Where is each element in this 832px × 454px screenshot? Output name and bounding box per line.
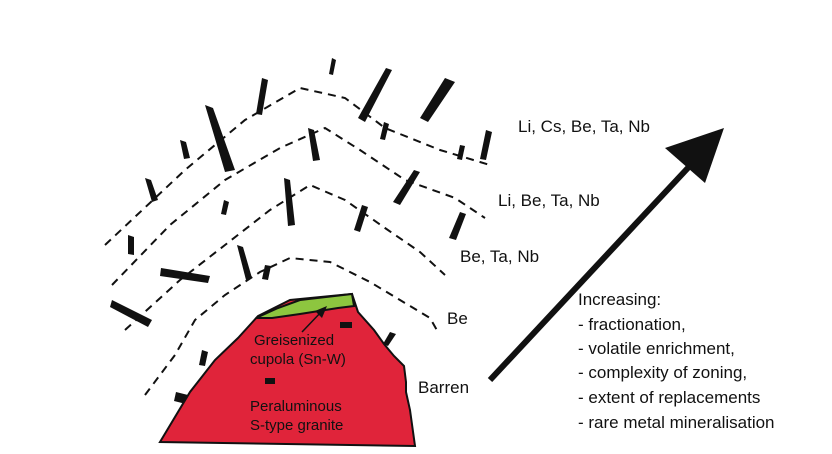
dyke-lens bbox=[110, 300, 152, 327]
xenolith bbox=[340, 322, 352, 328]
granite-label-line1: Peraluminous bbox=[250, 398, 342, 415]
zone-boundary-3 bbox=[124, 183, 446, 331]
trend-item: - extent of replacements bbox=[578, 388, 760, 407]
xenolith bbox=[265, 378, 275, 384]
trend-item: - complexity of zoning, bbox=[578, 363, 747, 382]
cupola-pointer-head bbox=[315, 306, 327, 318]
dyke-lens bbox=[457, 145, 465, 160]
zone-label-li-cs-be-ta-nb: Li, Cs, Be, Ta, Nb bbox=[518, 117, 650, 136]
dyke-lens bbox=[284, 178, 295, 226]
dyke-lens bbox=[380, 122, 389, 140]
trend-title: Increasing: bbox=[578, 290, 661, 309]
dyke-lens bbox=[420, 78, 455, 122]
dyke-lens bbox=[308, 128, 320, 161]
granite-shape bbox=[158, 292, 417, 448]
dyke-lens bbox=[358, 68, 392, 122]
dyke-lens bbox=[354, 205, 368, 232]
cupola-label-line2: cupola (Sn-W) bbox=[250, 351, 346, 368]
granite-label-line2: S-type granite bbox=[250, 417, 343, 434]
dyke-lens bbox=[145, 178, 158, 202]
zone-label-li-be-ta-nb: Li, Be, Ta, Nb bbox=[498, 191, 600, 210]
zone-boundaries bbox=[104, 86, 491, 396]
dyke-lens bbox=[160, 268, 210, 283]
dyke-lens bbox=[383, 332, 396, 346]
dyke-lens bbox=[199, 350, 208, 366]
dyke-lens bbox=[449, 212, 466, 240]
dyke-lens bbox=[393, 170, 420, 205]
zone-labels: Li, Cs, Be, Ta, Nb Li, Be, Ta, Nb Be, Ta… bbox=[418, 117, 650, 397]
zone-label-be-ta-nb: Be, Ta, Nb bbox=[460, 247, 539, 266]
dyke-lens bbox=[262, 265, 271, 280]
zone-boundary-2 bbox=[111, 126, 486, 286]
zone-boundary-4 bbox=[144, 256, 439, 396]
trend-arrow bbox=[487, 128, 724, 383]
zone-label-barren: Barren bbox=[418, 378, 469, 397]
trend-arrow-head bbox=[665, 128, 724, 183]
dyke-lens bbox=[329, 58, 336, 75]
dyke-lens bbox=[180, 140, 190, 159]
trend-arrow-shaft bbox=[487, 152, 703, 383]
trend-item: - volatile enrichment, bbox=[578, 339, 735, 358]
dyke-lens bbox=[205, 105, 235, 172]
trend-item: - rare metal mineralisation bbox=[578, 413, 775, 432]
dyke-lens bbox=[256, 78, 268, 115]
cupola-label-line1: Greisenized bbox=[254, 332, 334, 349]
granite-body: Greisenized cupola (Sn-W) Peraluminous S… bbox=[158, 292, 417, 448]
zone-boundary-outer bbox=[104, 86, 491, 246]
dyke-lens bbox=[221, 200, 229, 215]
dyke-lens bbox=[128, 235, 134, 255]
trend-list: Increasing: - fractionation, - volatile … bbox=[578, 290, 775, 432]
greisen-cupola bbox=[255, 292, 356, 319]
zone-label-be: Be bbox=[447, 309, 468, 328]
dyke-lens bbox=[480, 130, 492, 160]
trend-item: - fractionation, bbox=[578, 315, 686, 334]
dyke-lens bbox=[237, 245, 252, 280]
